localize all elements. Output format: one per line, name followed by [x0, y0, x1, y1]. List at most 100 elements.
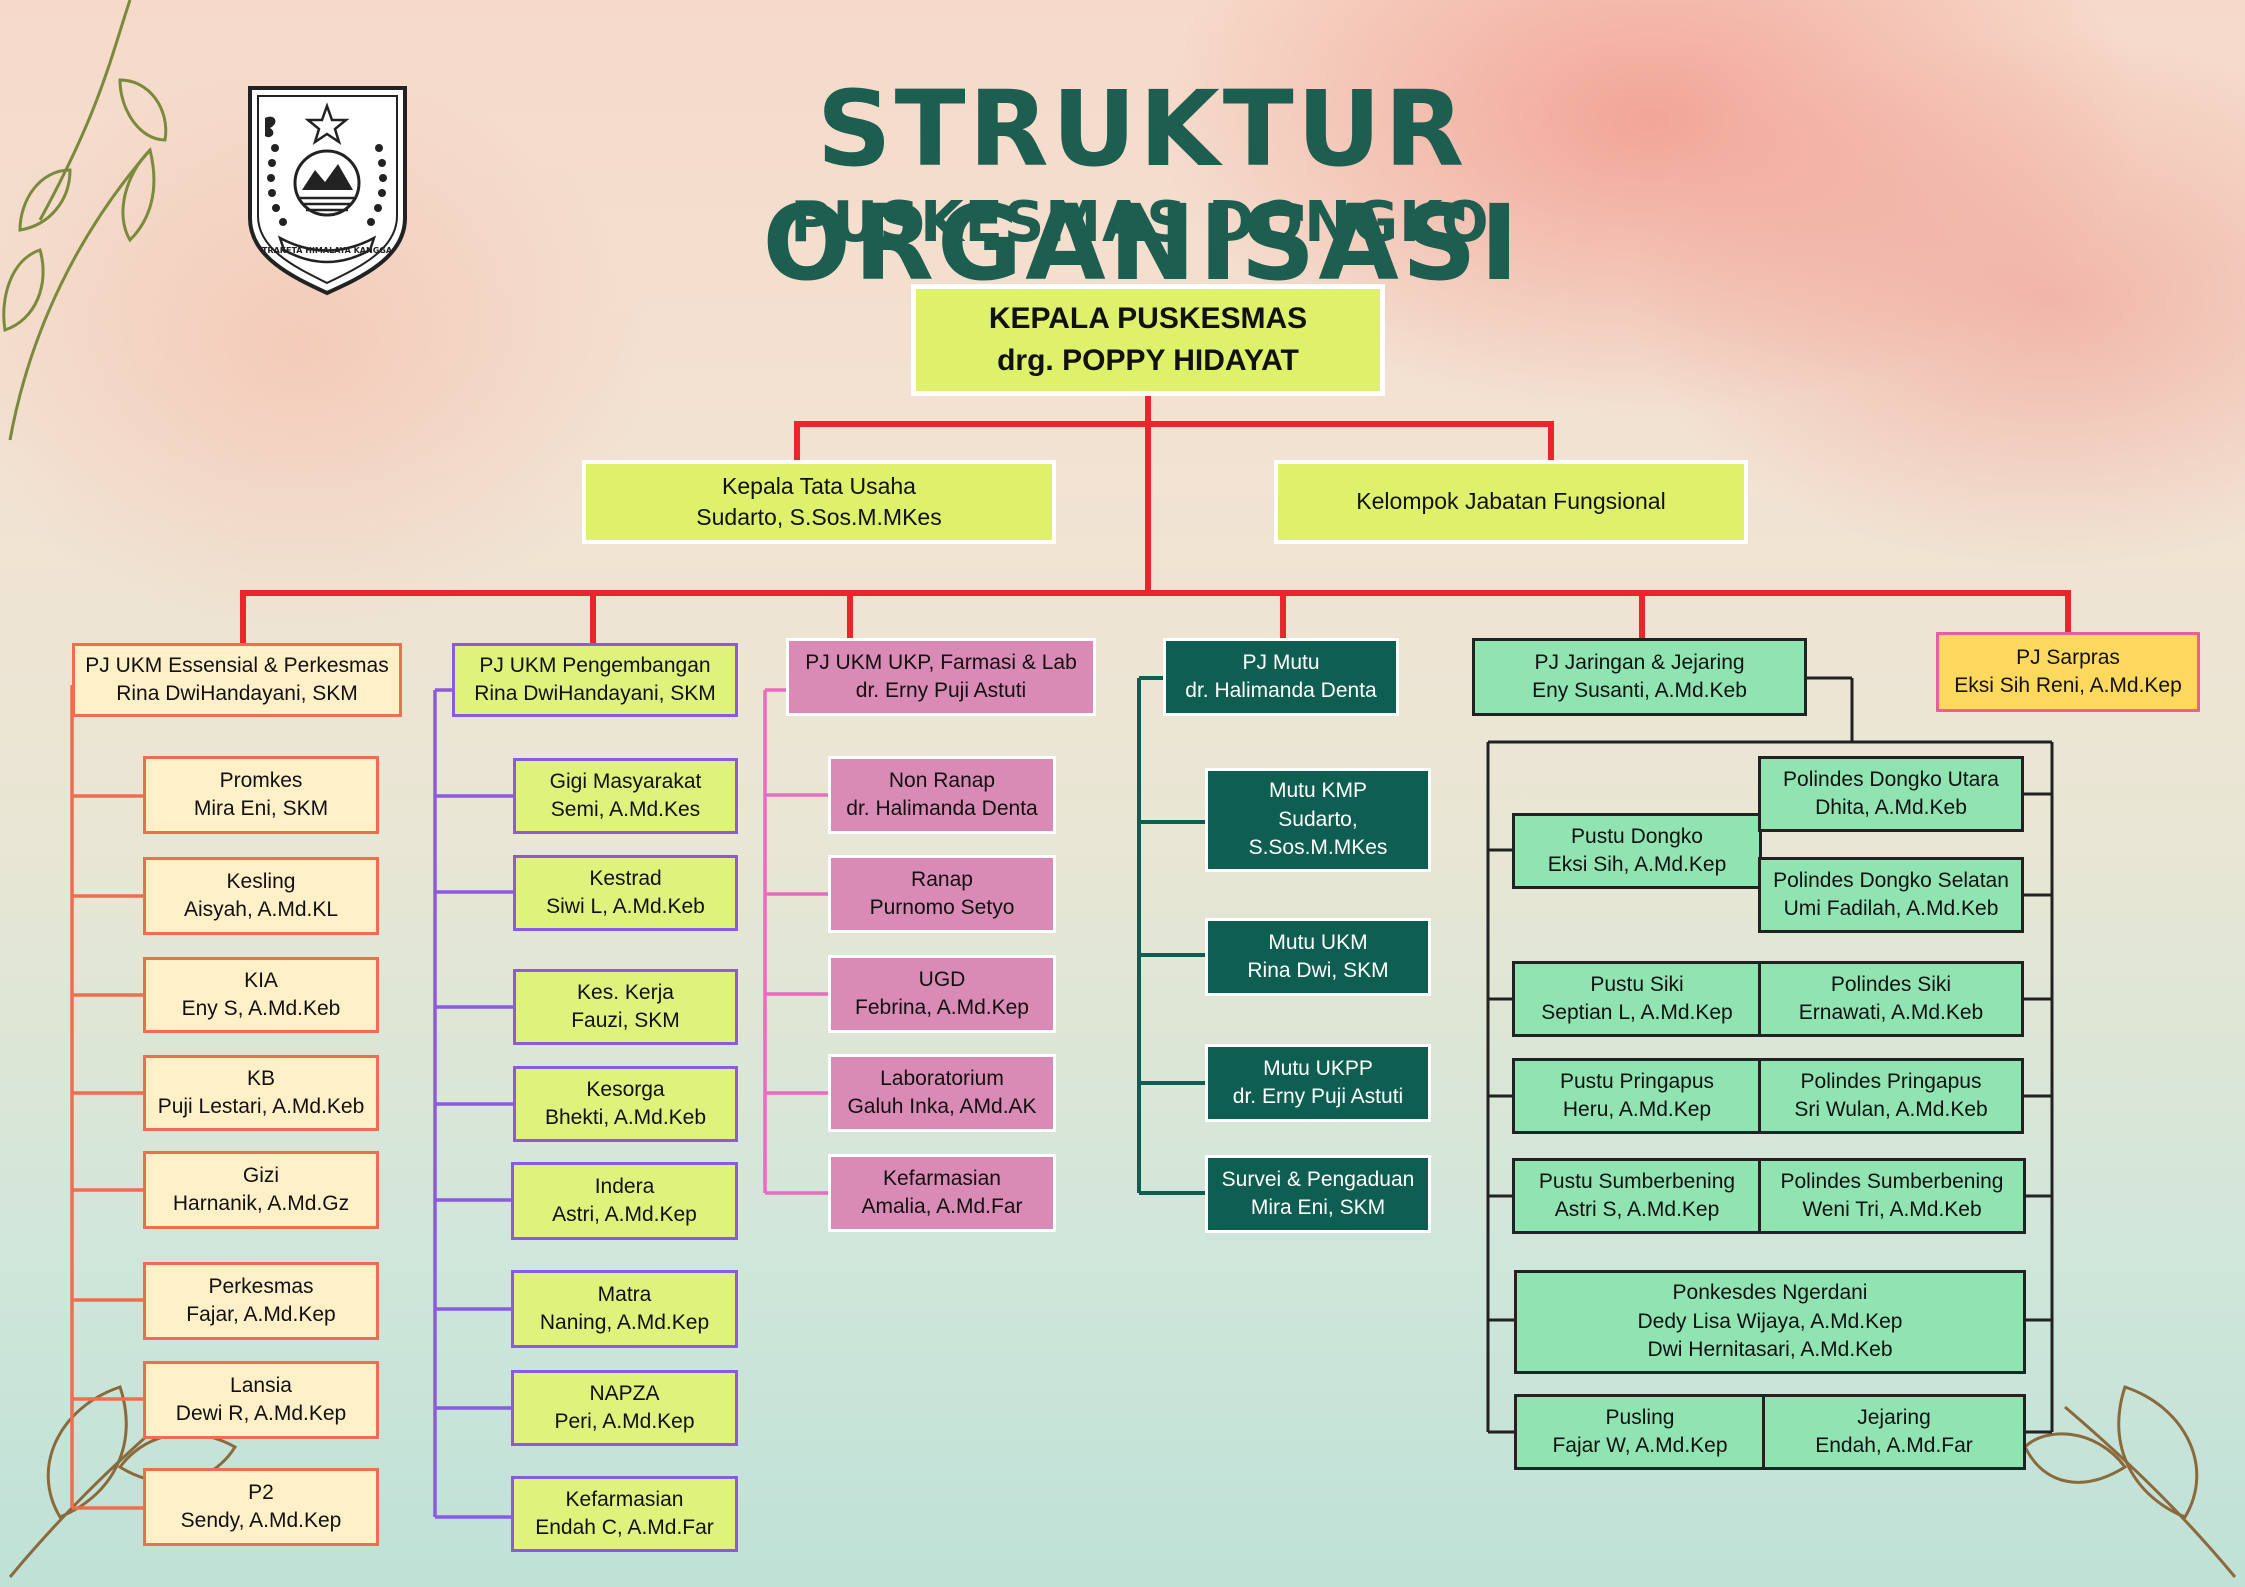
node-role: KB [246, 1066, 275, 1090]
node-kesling: Kesling Aisyah, A.Md.KL [143, 857, 379, 935]
node-gigi-masyarakat: Gigi Masyarakat Semi, A.Md.Kes [513, 758, 738, 834]
node-survei-pengaduan: Survei & Pengaduan Mira Eni, SKM [1205, 1155, 1431, 1233]
node-jejaring: Jejaring Endah, A.Md.Far [1762, 1394, 2026, 1470]
node-ponkesdes-ngerdani: Ponkesdes Ngerdani Dedy Lisa Wijaya, A.M… [1514, 1270, 2026, 1374]
node-role: Ponkesdes Ngerdani [1672, 1281, 1868, 1305]
node-name: Galuh Inka, AMd.AK [847, 1095, 1037, 1118]
node-mutu-ukpp: Mutu UKPP dr. Erny Puji Astuti [1205, 1044, 1431, 1122]
node-name: Rina DwiHandayani, SKM [474, 682, 716, 705]
node-role: P2 [248, 1480, 274, 1504]
node-name: Ernawati, A.Md.Keb [1798, 1001, 1984, 1024]
node-pj-jaringan: PJ Jaringan & Jejaring Eny Susanti, A.Md… [1472, 638, 1807, 716]
node-name: Purnomo Setyo [869, 896, 1015, 919]
node-role: PJ Sarpras [2016, 645, 2120, 669]
node-gizi: Gizi Harnanik, A.Md.Gz [143, 1151, 379, 1229]
node-name: Peri, A.Md.Kep [554, 1410, 695, 1433]
node-role: PJ Jaringan & Jejaring [1534, 650, 1745, 674]
node-role: Matra [597, 1282, 652, 1306]
node-role: Kes. Kerja [577, 980, 674, 1004]
node-role: Pustu Dongko [1571, 824, 1703, 848]
node-pj-ukm-essensial: PJ UKM Essensial & Perkesmas Rina DwiHan… [72, 643, 402, 717]
node-pj-ukm-pengembangan: PJ UKM Pengembangan Rina DwiHandayani, S… [452, 643, 738, 717]
node-pustu-siki: Pustu Siki Septian L, A.Md.Kep [1512, 961, 1762, 1037]
node-role: Kepala Tata Usaha [722, 472, 916, 499]
node-name: Sudarto, [1278, 807, 1358, 831]
node-name: Fajar W, A.Md.Kep [1552, 1434, 1728, 1457]
node-role: Kesling [226, 869, 296, 893]
node-name: Umi Fadilah, A.Md.Keb [1783, 897, 1999, 920]
node-role: Mutu UKPP [1263, 1056, 1373, 1080]
node-name: Aisyah, A.Md.KL [183, 898, 339, 921]
node-role: Gigi Masyarakat [549, 769, 702, 793]
node-role: Non Ranap [888, 768, 996, 792]
node-kes-kerja: Kes. Kerja Fauzi, SKM [513, 969, 738, 1045]
node-name: Eny Susanti, A.Md.Keb [1532, 679, 1747, 702]
node-name: Sendy, A.Md.Kep [180, 1509, 342, 1532]
node-name: Weni Tri, A.Md.Keb [1802, 1198, 1982, 1221]
node-name: Dewi R, A.Md.Kep [175, 1402, 347, 1425]
node-lansia: Lansia Dewi R, A.Md.Kep [143, 1361, 379, 1439]
leaf-decoration-top-left [2, 0, 168, 441]
node-role: Polindes Dongko Selatan [1773, 868, 2009, 892]
page-title: STRUKTUR ORGANISASI [762, 68, 1522, 305]
node-name: Endah C, A.Md.Far [535, 1516, 714, 1539]
node-name: Endah, A.Md.Far [1815, 1434, 1973, 1457]
node-label: Kelompok Jabatan Fungsional [1356, 488, 1666, 515]
leaf-decoration-bottom-right [2025, 1385, 2237, 1578]
node-role: Mutu KMP [1268, 779, 1368, 803]
node-role: Laboratorium [880, 1066, 1004, 1090]
node-role: Indera [594, 1174, 655, 1198]
node-name: Amalia, A.Md.Far [861, 1195, 1023, 1218]
node-name: Febrina, A.Md.Kep [855, 996, 1029, 1019]
node-kestrad: Kestrad Siwi L, A.Md.Keb [513, 855, 738, 931]
node-kesorga: Kesorga Bhekti, A.Md.Keb [513, 1066, 738, 1142]
node-role: PJ UKM Essensial & Perkesmas [85, 653, 389, 677]
page-subtitle: PUSKESMAS DONGKO [790, 190, 1490, 255]
node-role: KEPALA PUSKESMAS [988, 302, 1308, 335]
node-pj-ukm-ukp: PJ UKM UKP, Farmasi & Lab dr. Erny Puji … [786, 638, 1096, 716]
node-role: KIA [244, 968, 278, 992]
node-polindes-dongko-utara: Polindes Dongko Utara Dhita, A.Md.Keb [1758, 756, 2024, 832]
node-name: Naning, A.Md.Kep [539, 1311, 710, 1334]
node-name: Astri S, A.Md.Kep [1554, 1198, 1720, 1221]
node-matra: Matra Naning, A.Md.Kep [511, 1270, 738, 1348]
node-role: Perkesmas [208, 1274, 314, 1298]
node-kb: KB Puji Lestari, A.Md.Keb [143, 1055, 379, 1131]
node-polindes-pringapus: Polindes Pringapus Sri Wulan, A.Md.Keb [1758, 1058, 2024, 1134]
node-name: Semi, A.Md.Kes [550, 798, 701, 821]
node-laboratorium: Laboratorium Galuh Inka, AMd.AK [828, 1054, 1056, 1132]
logo-motto: TRAKETA HIMALAYA KANGGA [262, 246, 393, 255]
node-name: Dedy Lisa Wijaya, A.Md.Kep [1637, 1309, 1903, 1333]
node-ranap: Ranap Purnomo Setyo [828, 855, 1056, 933]
node-role: PJ UKM UKP, Farmasi & Lab [805, 650, 1077, 674]
node-role: Pustu Pringapus [1559, 1069, 1715, 1093]
node-kepala-puskesmas: KEPALA PUSKESMAS drg. POPPY HIDAYAT [911, 284, 1385, 396]
node-promkes: Promkes Mira Eni, SKM [143, 756, 379, 834]
node-pustu-sumberbening: Pustu Sumberbening Astri S, A.Md.Kep [1512, 1158, 1762, 1234]
node-role: Mutu UKM [1268, 930, 1368, 954]
node-pusling: Pusling Fajar W, A.Md.Kep [1514, 1394, 1766, 1470]
node-name: drg. POPPY HIDAYAT [997, 344, 1299, 377]
node-role: Pusling [1605, 1405, 1675, 1429]
node-role: Kesorga [586, 1077, 665, 1101]
node-kia: KIA Eny S, A.Md.Keb [143, 957, 379, 1033]
node-pustu-pringapus: Pustu Pringapus Heru, A.Md.Kep [1512, 1058, 1762, 1134]
node-name: Sudarto, S.Sos.M.MKes [696, 504, 942, 530]
node-indera: Indera Astri, A.Md.Kep [511, 1162, 738, 1240]
node-role: Promkes [219, 768, 303, 792]
node-role: Kestrad [589, 866, 662, 890]
regency-logo: TRAKETA HIMALAYA KANGGA [248, 86, 407, 296]
node-name: Astri, A.Md.Kep [552, 1203, 697, 1226]
node-ugd: UGD Febrina, A.Md.Kep [828, 955, 1056, 1033]
node-pustu-dongko: Pustu Dongko Eksi Sih, A.Md.Kep [1512, 813, 1762, 889]
node-name: Fauzi, SKM [571, 1009, 680, 1032]
node-role: Jejaring [1857, 1405, 1931, 1429]
node-role: Pustu Sumberbening [1538, 1169, 1736, 1193]
node-name: Septian L, A.Md.Kep [1541, 1001, 1733, 1024]
node-name-line-2: S.Sos.M.MKes [1248, 836, 1388, 860]
node-tata-usaha: Kepala Tata Usaha Sudarto, S.Sos.M.MKes [582, 460, 1056, 544]
node-mutu-ukm: Mutu UKM Rina Dwi, SKM [1205, 918, 1431, 996]
node-name: Puji Lestari, A.Md.Keb [157, 1095, 365, 1118]
node-name: Fajar, A.Md.Kep [186, 1303, 336, 1326]
